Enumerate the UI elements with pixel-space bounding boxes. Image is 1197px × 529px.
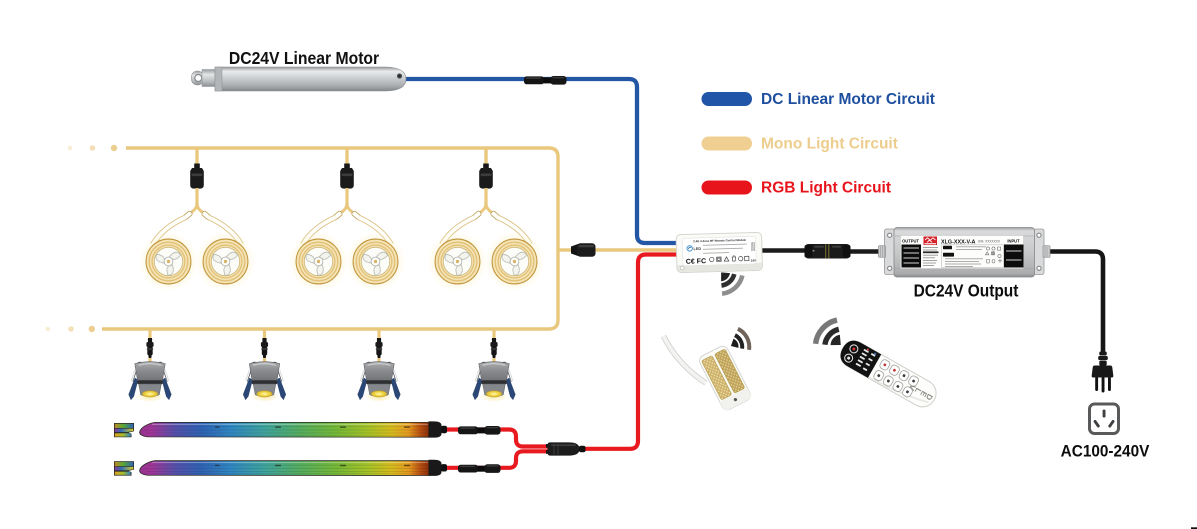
- svg-text:XLG-XXX-V-A: XLG-XXX-V-A: [941, 240, 976, 246]
- svg-text:AC100-240V: AC100-240V: [1061, 443, 1150, 461]
- svg-text:E: E: [918, 389, 929, 399]
- svg-text:DC Linear Motor Circuit: DC Linear Motor Circuit: [761, 91, 935, 108]
- svg-text:DC24V Linear Motor: DC24V Linear Motor: [229, 48, 380, 68]
- svg-text:OUTPUT: OUTPUT: [902, 239, 919, 244]
- svg-text:S/N: XXXXXXX: S/N: XXXXXXX: [978, 240, 1001, 244]
- svg-text:L: L: [913, 386, 923, 395]
- svg-text:2.4G 4-Zone RF Remote Control: 2.4G 4-Zone RF Remote Control Module: [693, 238, 746, 243]
- svg-text:DC24V Output: DC24V Output: [914, 280, 1019, 300]
- svg-text:Mono Light Circuit: Mono Light Circuit: [761, 136, 898, 153]
- svg-text:24V: 24V: [751, 258, 756, 262]
- svg-text:D: D: [924, 392, 935, 402]
- svg-text:RGB Light Circuit: RGB Light Circuit: [761, 180, 891, 197]
- svg-text:FC: FC: [697, 258, 707, 265]
- svg-text:C€: C€: [686, 258, 695, 265]
- svg-text:LED: LED: [693, 247, 701, 251]
- svg-text:INPUT: INPUT: [1007, 239, 1020, 244]
- svg-text:V: V: [907, 383, 918, 393]
